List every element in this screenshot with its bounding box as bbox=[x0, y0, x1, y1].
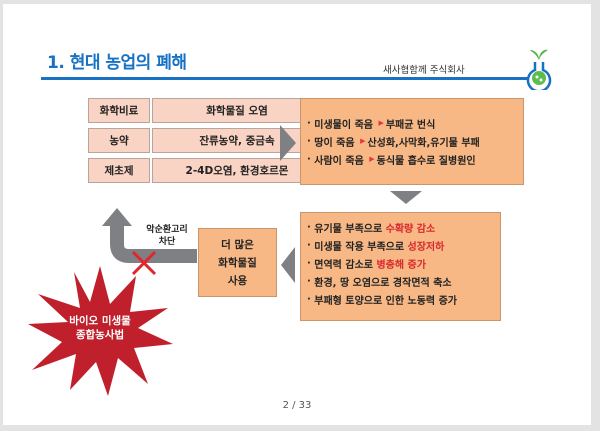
effect-cell: 2-4D오염, 환경호르몬 bbox=[152, 158, 322, 183]
bullet-item: · 환경, 땅 오염으로 경작면적 축소 bbox=[307, 275, 452, 289]
arrow-down-icon bbox=[390, 191, 422, 204]
cause-cell: 농약 bbox=[88, 128, 150, 153]
title-rule bbox=[41, 77, 533, 80]
box-line: 더 많은 bbox=[221, 239, 254, 251]
box-line: 사용 bbox=[227, 275, 248, 287]
bullet-item: · 유기물 부족으로 수확량 감소 bbox=[307, 221, 436, 235]
more-chemicals-box: 더 많은 화학물질 사용 bbox=[198, 228, 277, 297]
starburst-icon bbox=[28, 266, 173, 396]
cycle-arrow-icon bbox=[102, 208, 197, 263]
bullet-item: · 땅이 죽음 ▶산성화,사막화,유기물 부패 bbox=[307, 135, 480, 149]
box-line: 화학물질 bbox=[218, 257, 257, 269]
label-line: 종합농사법 bbox=[75, 329, 125, 341]
cause-cell: 화학비료 bbox=[88, 98, 150, 123]
flask-logo-icon bbox=[526, 49, 552, 90]
effect-cell: 화학물질 오염 bbox=[152, 98, 322, 123]
cause-cell: 제초제 bbox=[88, 158, 150, 183]
effect-cell: 잔류농약, 중금속 bbox=[152, 128, 322, 153]
label-line: 악순환고리 bbox=[146, 225, 188, 235]
bullet-item: · 사람이 죽음 ▶동식물 흡수로 질병원인 bbox=[307, 153, 476, 167]
arrow-right-icon bbox=[280, 125, 296, 161]
label-line: 차단 bbox=[158, 237, 176, 247]
page-number: 2 / 33 bbox=[282, 400, 312, 411]
label-line: 바이오 미생물 bbox=[69, 315, 131, 327]
solution-label: 바이오 미생물 종합농사법 bbox=[43, 314, 157, 342]
company-name: 새사협함께 주식회사 bbox=[383, 65, 465, 76]
arrow-left-icon bbox=[281, 247, 295, 283]
cycle-label: 악순환고리 차단 bbox=[137, 224, 197, 248]
bullet-item: · 미생물이 죽음 ▶부패균 번식 bbox=[307, 117, 436, 131]
bullet-item: · 부패형 토양으로 인한 노동력 증가 bbox=[307, 293, 458, 307]
bullet-item: · 미생물 작용 부족으로 성장저하 bbox=[307, 239, 445, 253]
bullet-item: · 면역력 감소로 병충해 증가 bbox=[307, 257, 426, 271]
impact-box: · 유기물 부족으로 수확량 감소 · 미생물 작용 부족으로 성장저하 · 면… bbox=[300, 212, 501, 321]
consequence-box: · 미생물이 죽음 ▶부패균 번식 · 땅이 죽음 ▶산성화,사막화,유기물 부… bbox=[300, 98, 524, 185]
block-x-icon bbox=[131, 250, 157, 276]
slide-title: 1. 현대 농업의 폐해 bbox=[47, 53, 187, 73]
slide: 1. 현대 농업의 폐해 새사협함께 주식회사 화학비료 화학물질 오염 농약 … bbox=[3, 4, 591, 425]
